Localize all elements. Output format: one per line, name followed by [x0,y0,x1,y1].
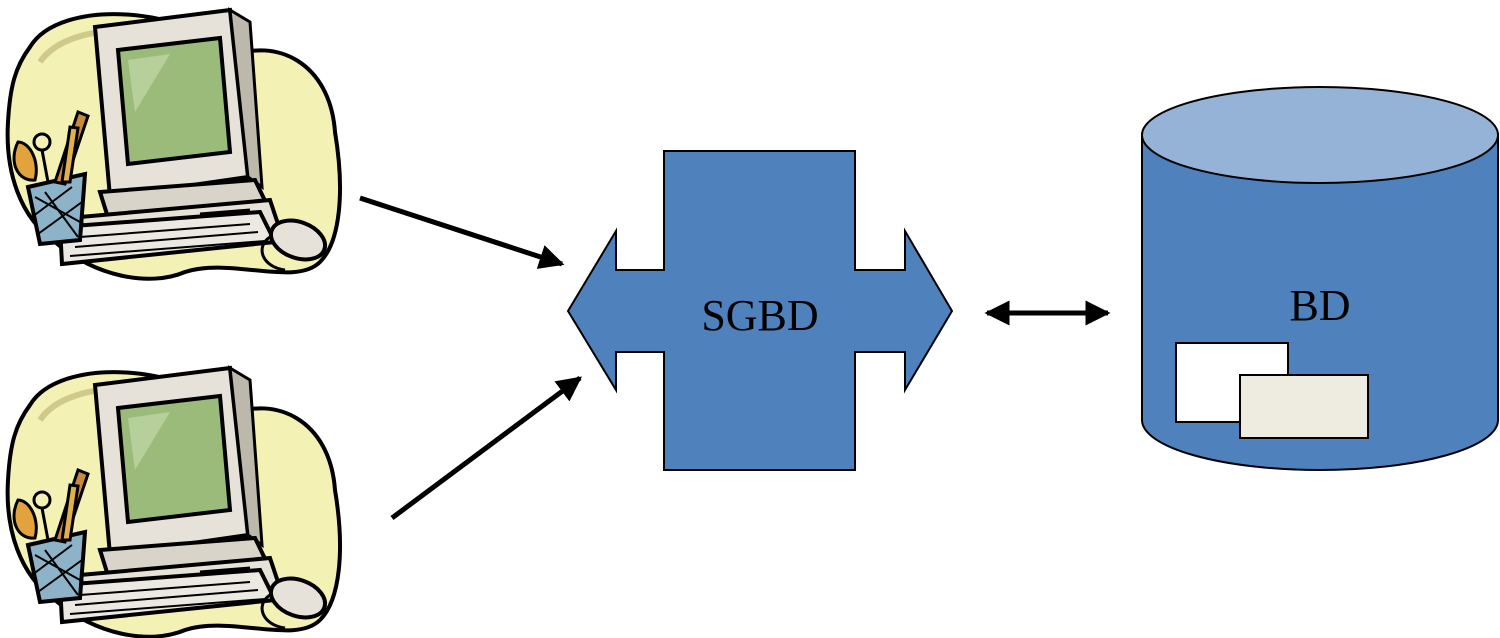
dbms-shape: SGBD [566,150,954,471]
database-cylinder-icon: BD [1141,86,1499,471]
dbms-label: SGBD [701,291,818,340]
database-label: BD [1289,281,1350,330]
record-card-beige [1239,374,1369,439]
arrow-client-top-to-dbms [359,195,565,269]
arrow-client-bottom-to-dbms [390,375,583,521]
client-computer-top-icon [8,10,340,279]
client-computer-bottom-icon [8,368,340,637]
